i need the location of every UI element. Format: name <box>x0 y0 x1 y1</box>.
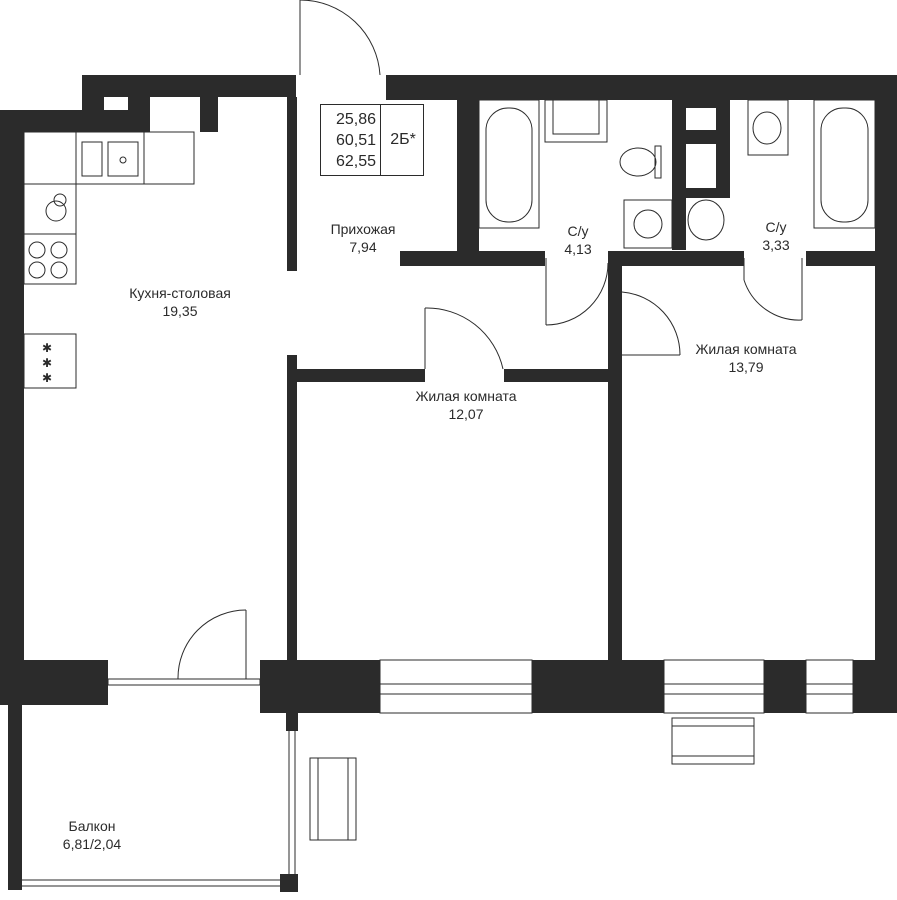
room-label-living-2: Жилая комната 13,79 <box>678 340 814 376</box>
room-area: 4,13 <box>564 241 592 257</box>
svg-text:✱: ✱ <box>42 341 52 355</box>
total-area-value: 60,51 <box>335 132 376 149</box>
walls <box>0 75 897 892</box>
room-area: 12,07 <box>448 406 484 422</box>
room-label-living-1: Жилая комната 12,07 <box>398 387 534 423</box>
svg-text:✱: ✱ <box>42 371 52 385</box>
room-label-kitchen: Кухня-столовая 19,35 <box>110 284 250 320</box>
room-name: Жилая комната <box>695 341 797 357</box>
bathroom-fixtures <box>478 99 876 249</box>
room-area: 19,35 <box>162 303 198 319</box>
room-label-balcony: Балкон 6,81/2,04 <box>42 817 142 853</box>
room-name: Жилая комната <box>415 388 517 404</box>
room-label-hallway: Прихожая 7,94 <box>318 220 408 256</box>
area-summary-values: 25,86 60,51 62,55 <box>321 105 381 175</box>
total-with-balcony-value: 62,55 <box>335 153 376 170</box>
svg-text:✱: ✱ <box>42 356 52 370</box>
living-area-value: 25,86 <box>335 111 376 128</box>
doors <box>177 0 803 680</box>
room-name: Прихожая <box>330 221 396 237</box>
room-label-bathroom-1: С/у 4,13 <box>548 222 608 258</box>
room-label-bathroom-2: С/у 3,33 <box>746 218 806 254</box>
room-name: С/у <box>567 223 589 239</box>
room-name: С/у <box>765 219 787 235</box>
radiators <box>309 717 755 841</box>
room-name: Кухня-столовая <box>129 285 231 301</box>
kitchen-fixtures: ✱ ✱ ✱ <box>23 131 195 389</box>
windows <box>22 659 854 887</box>
room-area: 6,81/2,04 <box>62 836 122 852</box>
room-area: 3,33 <box>762 237 790 253</box>
room-area: 13,79 <box>728 359 764 375</box>
room-area: 7,94 <box>349 239 377 255</box>
apartment-type: 2Б* <box>390 131 416 148</box>
area-summary-box: 25,86 60,51 62,55 2Б* <box>320 104 424 176</box>
room-name: Балкон <box>68 818 116 834</box>
